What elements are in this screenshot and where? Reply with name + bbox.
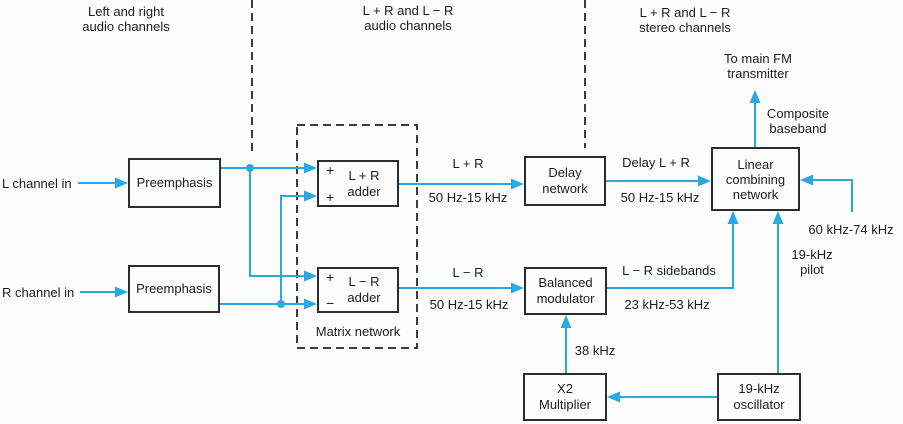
to-main-fm-label: To main FM transmitter — [724, 51, 792, 81]
lmr-adder-line1: L − R — [348, 274, 380, 289]
arrowhead-composite — [749, 90, 761, 103]
arrowhead-lcn-bottom-right — [772, 211, 784, 224]
arrowhead-modulator-in — [511, 282, 524, 294]
lpr-adder-sign-top: + — [326, 162, 335, 178]
signal-pilot-label: 19-kHz pilot — [791, 247, 832, 277]
delay-line2: network — [542, 181, 588, 196]
multiplier-line2: Multiplier — [538, 397, 591, 412]
arrowhead-lpr-adder-top — [304, 162, 317, 174]
to-main-fm-line2: transmitter — [727, 66, 789, 81]
header-right-line2: stereo channels — [639, 20, 731, 35]
block-x2-multiplier: X2 Multiplier — [523, 373, 607, 421]
block-balanced-modulator: Balanced modulator — [524, 267, 607, 315]
signal-38khz-label: 38 kHz — [574, 343, 616, 358]
matrix-network-label: Matrix network — [315, 324, 401, 339]
block-preemphasis-r: Preemphasis — [128, 265, 220, 313]
delay-line1: Delay — [548, 165, 582, 180]
wire-r-to-lpr-adder — [280, 195, 304, 304]
l-channel-in-label: L channel in — [2, 176, 72, 191]
signal-lmr-freq-label: 50 Hz-15 kHz — [429, 297, 509, 312]
modulator-line2: modulator — [536, 291, 595, 306]
header-left-line1: Left and right — [88, 4, 164, 19]
block-19khz-oscillator: 19-kHz oscillator — [717, 373, 801, 421]
arrowhead-lmr-adder-top — [304, 270, 317, 282]
composite-line1: Composite — [766, 106, 830, 121]
arrowhead-lmr-adder-bottom — [304, 298, 317, 310]
signal-delay-lpr-label: Delay L + R — [622, 155, 690, 170]
lcn-line3: network — [732, 186, 779, 202]
block-preemphasis-r-label: Preemphasis — [136, 281, 212, 296]
block-preemphasis-l-label: Preemphasis — [136, 175, 213, 190]
arrowhead-lcn-right — [800, 174, 813, 186]
r-channel-in-label: R channel in — [2, 285, 75, 300]
oscillator-line1: 19-kHz — [738, 381, 780, 396]
header-middle-audio-channels: L + R and L − R audio channels — [363, 3, 454, 33]
oscillator-line2: oscillator — [733, 397, 785, 412]
lmr-adder-sign-top: + — [326, 269, 335, 285]
arrowhead-delay-in — [511, 178, 524, 190]
signal-delay-lpr-freq-label: 50 Hz-15 kHz — [620, 190, 700, 205]
arrowhead-r-channel-in — [115, 286, 128, 298]
header-right-stereo-channels: L + R and L − R stereo channels — [639, 5, 731, 35]
block-linear-combining-network: Linear combining network — [711, 147, 800, 211]
block-preemphasis-l: Preemphasis — [128, 158, 221, 208]
to-main-fm-line1: To main FM — [724, 51, 792, 66]
header-middle-line2: audio channels — [364, 18, 452, 33]
arrowhead-multiplier-right — [607, 391, 620, 403]
lcn-line1: Linear — [737, 156, 774, 172]
lpr-adder-line1: L + R — [348, 167, 380, 183]
block-lpr-adder: + + L + R adder — [317, 160, 399, 207]
signal-lpr-freq-label: 50 Hz-15 kHz — [428, 190, 508, 205]
signal-60khz-label: 60 kHz-74 kHz — [808, 222, 894, 237]
arrowhead-lpr-adder-bottom — [304, 190, 317, 202]
pilot-line2: pilot — [800, 262, 824, 277]
wire-l-to-lmr-adder — [249, 168, 304, 277]
signal-lpr-label: L + R — [452, 156, 484, 171]
arrowhead-lcn-left — [698, 175, 711, 187]
header-right-line1: L + R and L − R — [639, 5, 731, 20]
wire-60khz-input — [813, 179, 853, 212]
lcn-line2: combining — [725, 171, 786, 187]
composite-line2: baseband — [769, 121, 827, 136]
modulator-line1: Balanced — [538, 275, 593, 290]
arrowhead-modulator-bottom — [560, 315, 572, 328]
signal-sidebands-freq-label: 23 kHz-53 kHz — [624, 297, 710, 312]
multiplier-line1: X2 — [557, 381, 573, 396]
header-left-audio-channels: Left and right audio channels — [82, 4, 169, 34]
arrowhead-lcn-bottom-left — [727, 211, 739, 224]
lpr-adder-sign-bottom: + — [326, 189, 335, 205]
block-delay-network: Delay network — [524, 156, 606, 206]
header-middle-line1: L + R and L − R — [362, 3, 454, 18]
signal-lmr-label: L − R — [452, 265, 484, 280]
wire-sidebands-to-lcn — [607, 224, 734, 289]
lmr-adder-line2: adder — [347, 290, 381, 305]
matrix-network-group-box — [296, 124, 418, 349]
block-lmr-adder: + − L − R adder — [317, 267, 399, 313]
composite-baseband-label: Composite baseband — [767, 106, 829, 136]
header-left-line2: audio channels — [82, 19, 170, 34]
lpr-adder-line2: adder — [347, 183, 381, 199]
pilot-line1: 19-kHz — [791, 247, 833, 262]
lmr-adder-sign-bottom: − — [326, 295, 335, 311]
signal-sidebands-label: L − R sidebands — [622, 263, 716, 278]
arrowhead-l-channel-in — [115, 177, 128, 189]
